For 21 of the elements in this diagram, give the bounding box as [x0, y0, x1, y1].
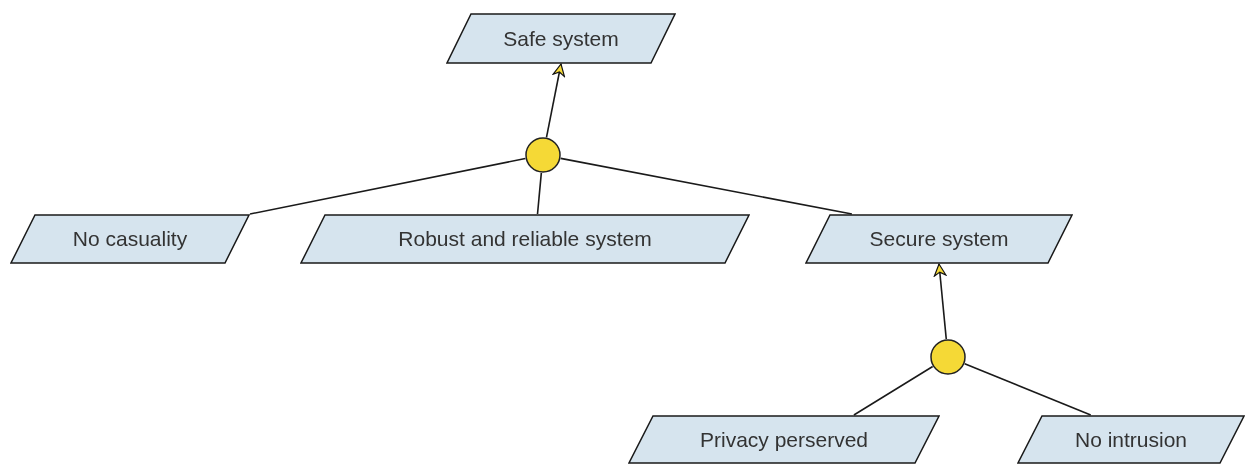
goal-label: Robust and reliable system — [398, 226, 652, 253]
arrow — [545, 63, 566, 139]
goal-parallelogram — [1017, 415, 1245, 464]
connector-line — [559, 157, 853, 215]
goal-label: No casuality — [72, 226, 188, 253]
connector-line — [963, 362, 1092, 416]
junction-circle — [930, 339, 966, 375]
goal-label: No intrusion — [1074, 426, 1188, 453]
connector-line — [249, 157, 527, 215]
connector-line — [536, 172, 543, 215]
junction-circle — [525, 137, 561, 173]
goal-label: Safe system — [503, 25, 619, 52]
arrow — [933, 263, 948, 340]
goal-label: Secure system — [869, 226, 1009, 253]
goal-parallelogram — [300, 214, 750, 264]
goal-parallelogram — [805, 214, 1073, 264]
connector-line — [853, 365, 934, 416]
goal-parallelogram — [628, 415, 940, 464]
goal-parallelogram — [10, 214, 250, 264]
goal-label: Privacy perserved — [699, 426, 869, 453]
goal-parallelogram — [446, 13, 676, 64]
